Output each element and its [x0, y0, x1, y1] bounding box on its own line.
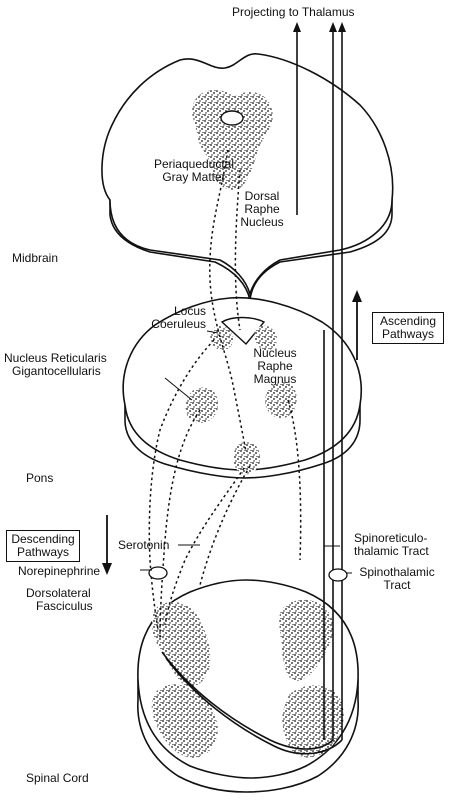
spinothalamic-tract-marker: [329, 569, 347, 581]
projecting-label: Projecting to Thalamus: [232, 6, 355, 19]
spinal-cord-label: Spinal Cord: [26, 772, 89, 785]
ascending-arrow-head: [352, 290, 362, 302]
periaqueductal-gray-label: Periaqueductal Gray Matter: [148, 158, 240, 184]
serotonin-path: [200, 466, 250, 585]
cerebral-aqueduct: [221, 111, 243, 125]
ascending-box-line2: Pathways: [377, 328, 439, 341]
periaqueductal-gray-label-line2: Gray Matter: [148, 171, 240, 184]
dorsolateral-fasciculus-marker: [149, 567, 167, 579]
norepinephrine-label: Norepinephrine: [18, 565, 100, 578]
dorsolateral-fasciculus-label: Dorsolateral Fasciculus: [26, 587, 93, 613]
srt-label-line2: thalamic Tract: [354, 545, 429, 558]
projection-arrowhead-mid: [329, 22, 337, 32]
nucleus-raphe-magnus-label: Nucleus Raphe Magnus: [244, 347, 306, 386]
ascending-pathways-box: Ascending Pathways: [372, 312, 444, 344]
nucleus-reticularis-label-line2: Gigantocellularis: [4, 365, 107, 378]
raphe-magnus-label-line3: Magnus: [244, 373, 306, 386]
midbrain-label: Midbrain: [12, 252, 58, 265]
projection-arrowhead-left: [293, 22, 301, 32]
descending-pathways-box: Descending Pathways: [6, 530, 80, 562]
pons-label: Pons: [26, 472, 53, 485]
serotonin-label: Serotonin: [118, 539, 169, 552]
spinothalamic-tract-label: Spinothalamic Tract: [354, 566, 440, 592]
projection-arrowhead-right: [338, 22, 346, 32]
spinoreticulothalamic-tract-label: Spinoreticulo- thalamic Tract: [354, 532, 429, 558]
dorsal-raphe-nucleus-label: Dorsal Raphe Nucleus: [232, 190, 292, 229]
descending-arrow-head: [102, 563, 112, 575]
dlf-label-line2: Fasciculus: [26, 600, 93, 613]
nucleus-reticularis-label: Nucleus Reticularis Gigantocellularis: [4, 352, 107, 378]
dorsal-raphe-label-line3: Nucleus: [232, 216, 292, 229]
descending-box-line2: Pathways: [11, 546, 75, 559]
locus-coeruleus-label: Locus Coeruleus: [120, 305, 206, 331]
locus-coeruleus-label-line2: Coeruleus: [120, 318, 206, 331]
stt-label-line2: Tract: [354, 579, 440, 592]
